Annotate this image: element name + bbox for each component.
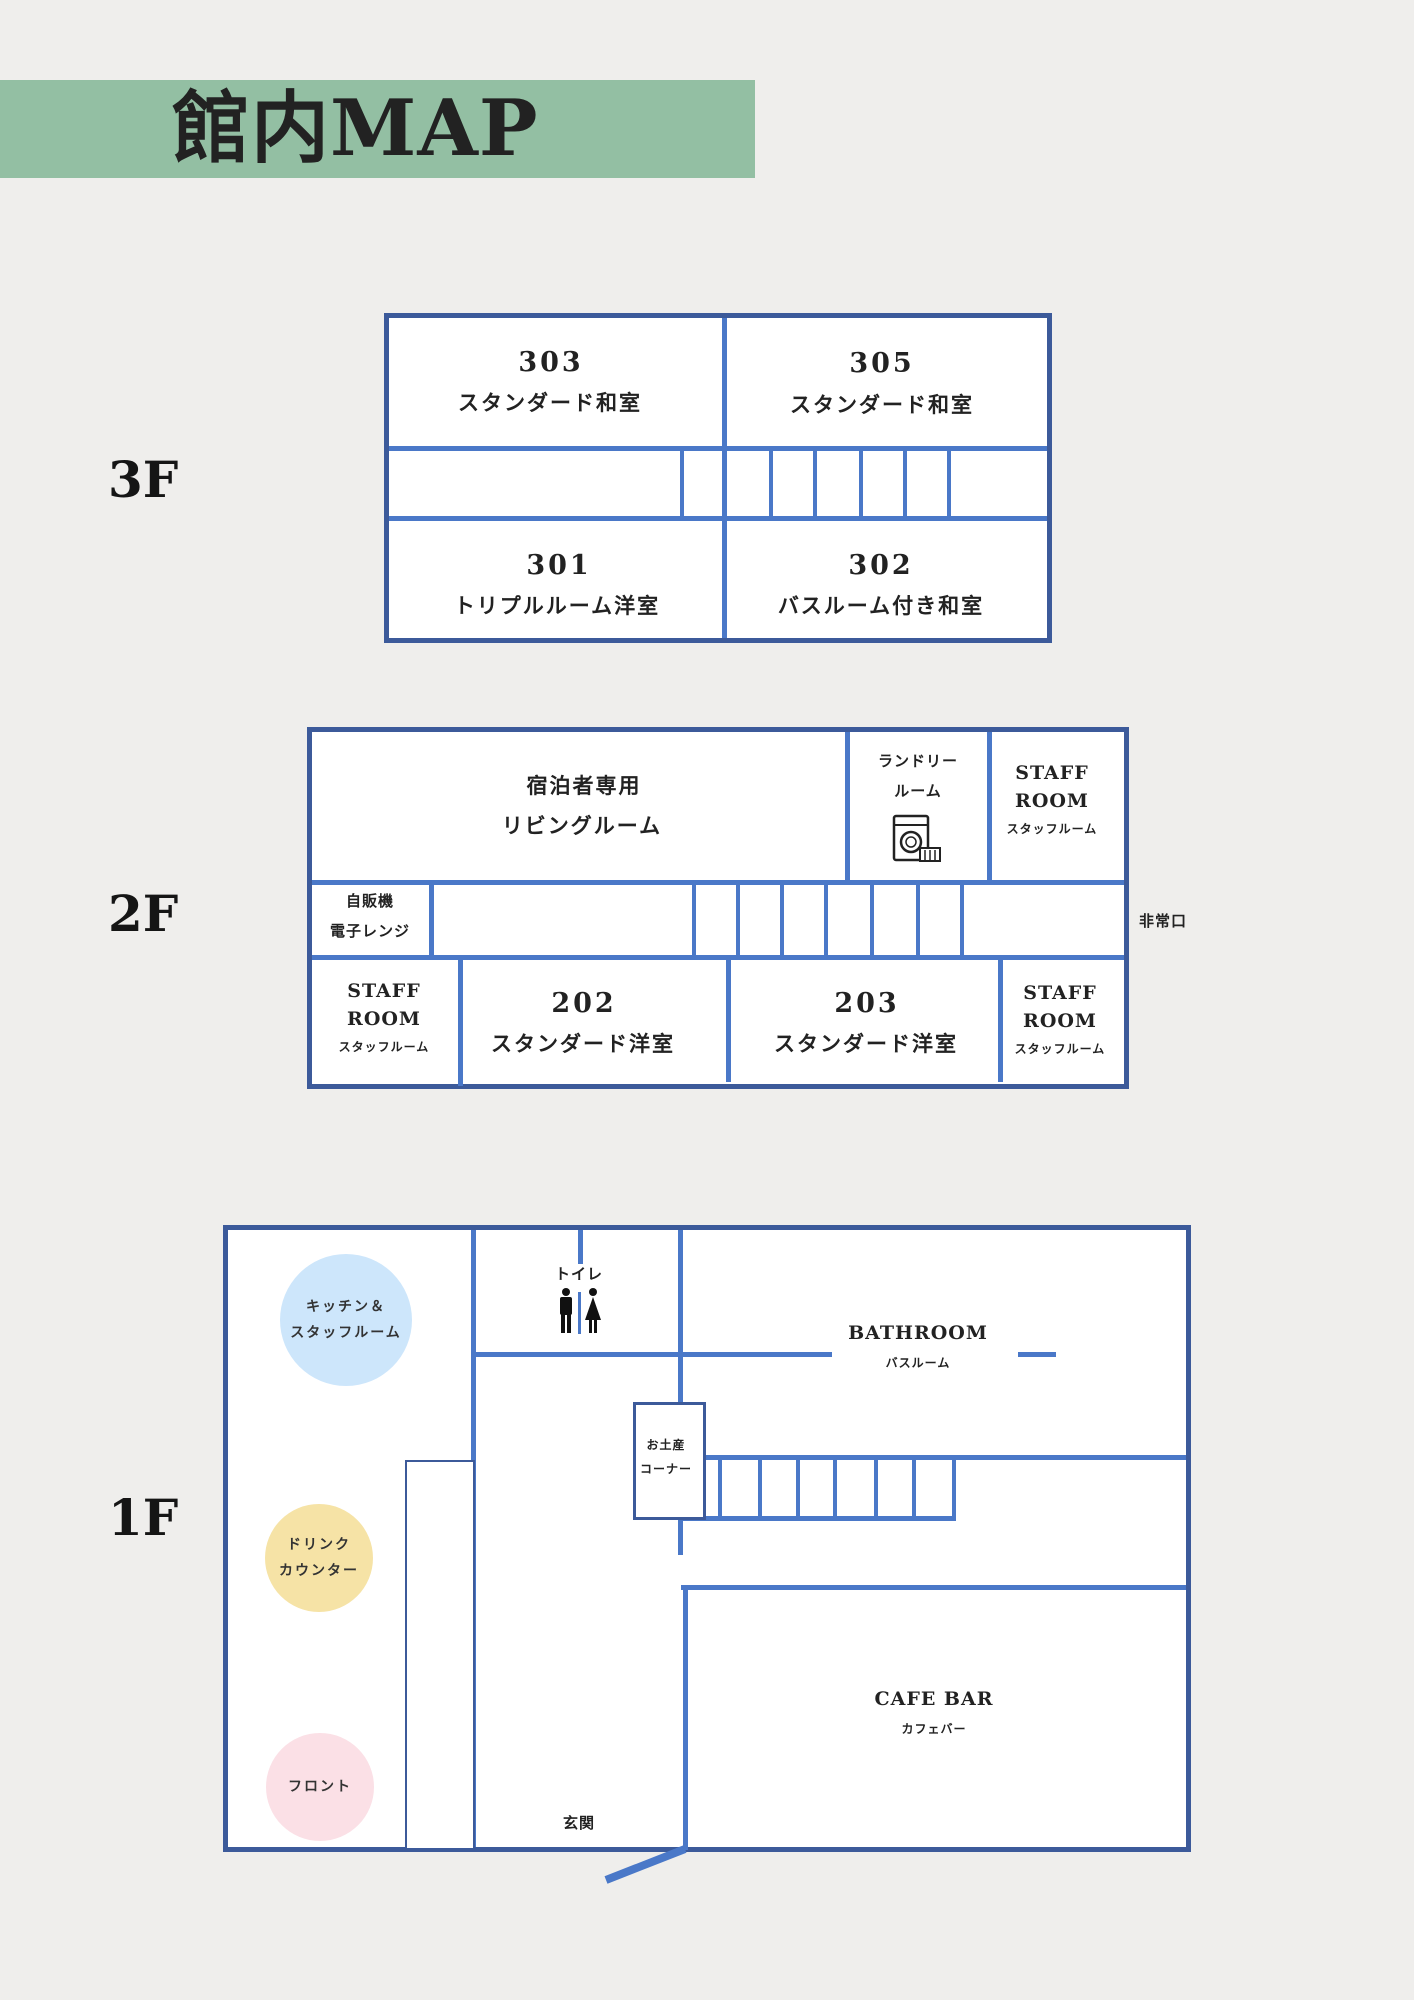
- drink-line1: ドリンク: [287, 1537, 351, 1553]
- room-202-number: 202: [551, 988, 617, 1019]
- room-202-name: スタンダード洋室: [491, 1032, 675, 1056]
- stair-step: [796, 1458, 800, 1518]
- room-302-name: バスルーム付き和室: [777, 594, 985, 618]
- wall: [987, 732, 992, 882]
- staff-room-left-en2: ROOM: [347, 1008, 421, 1030]
- room-301-number: 301: [526, 550, 592, 581]
- wall: [681, 1585, 1186, 1590]
- wall: [476, 1352, 1056, 1357]
- staff-room-right-en1: STAFF: [1023, 982, 1097, 1004]
- drink-counter-area: ドリンク カウンター: [265, 1504, 373, 1612]
- wall: [726, 958, 731, 1082]
- wall: [389, 446, 1047, 451]
- stair-step: [833, 1458, 837, 1518]
- restroom-icon: [560, 1288, 601, 1334]
- cafe-label-jp: カフェバー: [901, 1722, 967, 1736]
- wall: [389, 516, 1047, 521]
- stair-step: [960, 882, 964, 958]
- stair-step: [769, 446, 773, 518]
- stair-step: [947, 446, 951, 518]
- floor-2f-plan: [307, 727, 1129, 1089]
- floor-label-2f: 2F: [108, 884, 179, 943]
- staff-room-top-jp: スタッフルーム: [1006, 822, 1098, 836]
- staff-room-left-jp: スタッフルーム: [338, 1040, 430, 1054]
- room-203-number: 203: [834, 988, 900, 1019]
- cafe-label-en: CAFE BAR: [874, 1688, 994, 1710]
- wall: [683, 1588, 688, 1850]
- floor-3f-plan: [384, 313, 1052, 643]
- stair-step: [813, 446, 817, 518]
- wall: [578, 1230, 583, 1264]
- living-room-line2: リビングルーム: [501, 814, 663, 838]
- room-305-number: 305: [849, 348, 915, 379]
- stair-step: [824, 882, 828, 958]
- living-room-line1: 宿泊者専用: [526, 774, 642, 798]
- kitchen-line1: キッチン＆: [306, 1299, 386, 1315]
- staff-room-left-en1: STAFF: [347, 980, 421, 1002]
- room-305-name: スタンダード和室: [790, 393, 974, 417]
- room-301-name: トリプルルーム洋室: [453, 594, 661, 618]
- laundry-line1: ランドリー: [877, 752, 959, 770]
- kitchen-line2: スタッフルーム: [290, 1325, 402, 1341]
- front-label: フロント: [288, 1779, 352, 1795]
- stair-step: [916, 882, 920, 958]
- wall: [429, 882, 434, 958]
- entrance-label: 玄関: [562, 1814, 596, 1832]
- vending-line1: 自販機: [345, 892, 395, 910]
- laundry-line2: ルーム: [894, 782, 942, 800]
- room-203-name: スタンダード洋室: [774, 1032, 958, 1056]
- staff-room-top-en2: ROOM: [1015, 790, 1089, 812]
- wall: [312, 955, 1124, 960]
- stair-step: [680, 446, 684, 518]
- wall: [458, 958, 463, 1086]
- staff-room-right-jp: スタッフルーム: [1014, 1042, 1106, 1056]
- wall: [312, 880, 1124, 885]
- stair-step: [952, 1458, 956, 1518]
- stair-step: [692, 882, 696, 958]
- room-303-number: 303: [518, 347, 584, 378]
- title-band: 館内MAP: [0, 80, 755, 178]
- entrance-door: [604, 1845, 687, 1884]
- page-title: 館内MAP: [172, 83, 539, 174]
- bathroom-label-en: BATHROOM: [848, 1322, 988, 1344]
- stair-step: [780, 882, 784, 958]
- wall: [998, 958, 1003, 1082]
- wall: [845, 732, 850, 882]
- corridor-bench: [405, 1460, 475, 1850]
- wall: [703, 1455, 1186, 1460]
- souvenir-line1: お土産: [646, 1438, 686, 1452]
- floor-label-3f: 3F: [108, 450, 179, 509]
- stair-step: [718, 1458, 722, 1518]
- bathroom-label-jp: バスルーム: [885, 1356, 951, 1370]
- floor-label-1f: 1F: [108, 1488, 179, 1547]
- stair-step: [874, 1458, 878, 1518]
- drink-line2: カウンター: [279, 1563, 359, 1579]
- souvenir-line2: コーナー: [639, 1462, 693, 1476]
- vending-line2: 電子レンジ: [329, 922, 411, 940]
- staff-room-right-en2: ROOM: [1023, 1010, 1097, 1032]
- stair-step: [870, 882, 874, 958]
- room-302-number: 302: [848, 550, 914, 581]
- stair-step: [903, 446, 907, 518]
- wall: [678, 1230, 683, 1555]
- emergency-exit-label: 非常口: [1138, 912, 1188, 930]
- staff-room-top-en1: STAFF: [1015, 762, 1089, 784]
- toilet-label: トイレ: [554, 1265, 604, 1283]
- front-desk-area: フロント: [266, 1733, 374, 1841]
- souvenir-corner: [633, 1402, 706, 1520]
- washing-machine-icon: [892, 814, 941, 862]
- bathroom-door-gap: [832, 1348, 1018, 1362]
- wall: [681, 1516, 956, 1521]
- stair-step: [758, 1458, 762, 1518]
- room-303-name: スタンダード和室: [458, 391, 642, 415]
- stair-step: [859, 446, 863, 518]
- stair-step: [912, 1458, 916, 1518]
- kitchen-staff-room-area: キッチン＆ スタッフルーム: [280, 1254, 412, 1386]
- wall: [722, 318, 727, 638]
- stair-step: [736, 882, 740, 958]
